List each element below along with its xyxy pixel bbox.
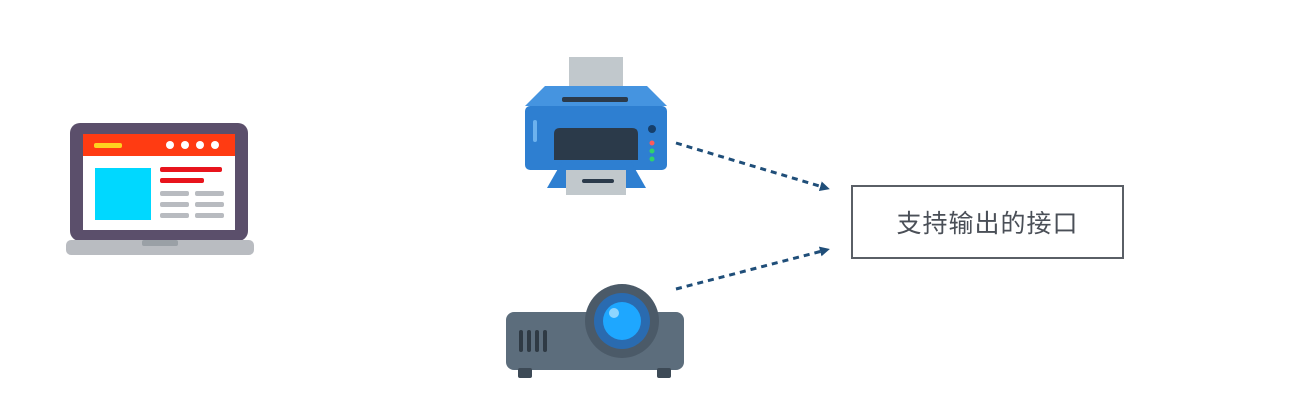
arrow-printer-to-interface [675, 141, 830, 192]
printer-icon [525, 57, 667, 195]
projector-icon [506, 284, 684, 378]
laptop-icon [66, 123, 254, 255]
output-interface-box: 支持输出的接口 [851, 185, 1124, 259]
output-interface-label: 支持输出的接口 [896, 209, 1079, 238]
arrow-projector-to-interface [675, 246, 830, 291]
